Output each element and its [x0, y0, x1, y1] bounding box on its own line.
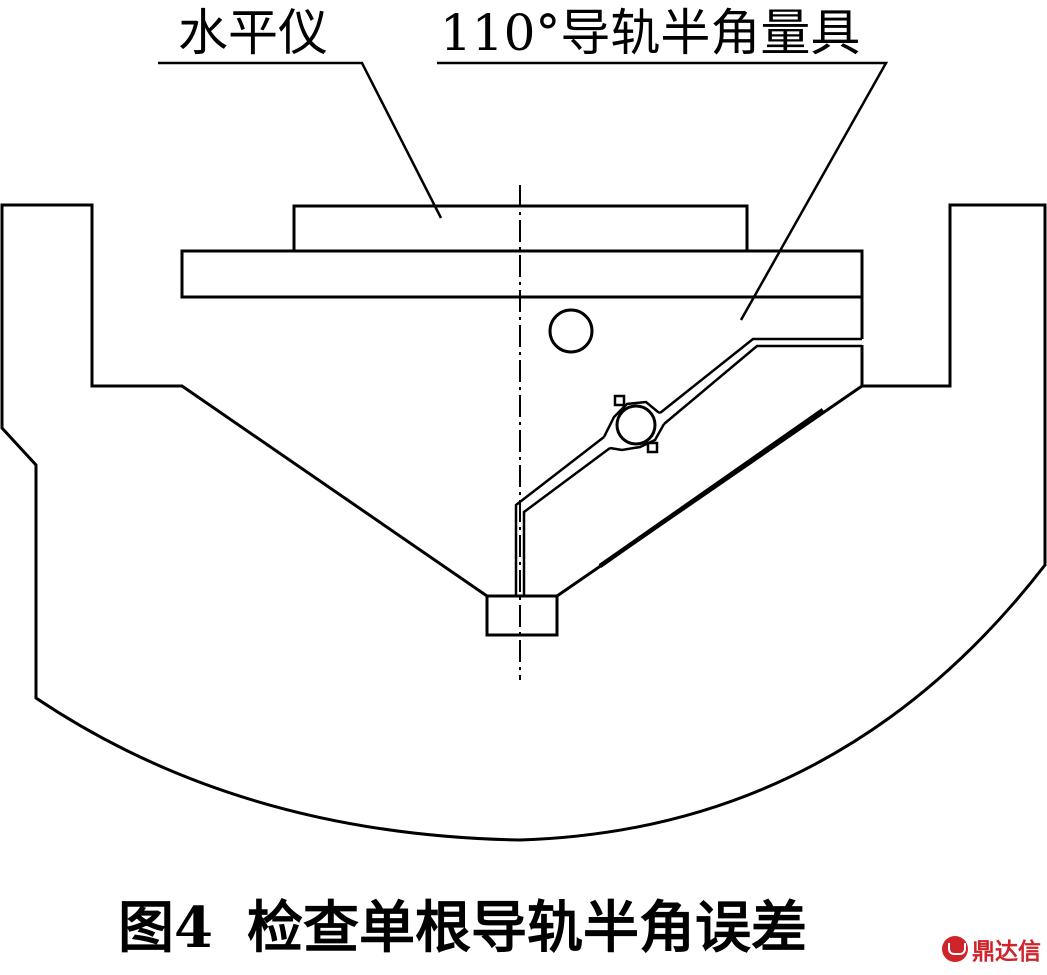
ball-holder — [602, 400, 666, 452]
ball-tab-top — [613, 394, 626, 407]
figure-number: 图4 — [118, 895, 213, 961]
watermark-logo: 鼎达信 — [942, 932, 1041, 966]
label-gauge: 110°导轨半角量具 — [440, 4, 861, 62]
logo-text: 鼎达信 — [972, 939, 1041, 965]
gauge-leader-line — [437, 61, 889, 321]
reference-hole — [548, 308, 594, 354]
measuring-ball — [615, 404, 657, 446]
gauge-top-plate — [180, 249, 864, 299]
ball-tab-bottom — [646, 441, 659, 454]
level-leader-line — [158, 61, 443, 219]
bottom-slot — [485, 594, 559, 637]
machine-bed-outline — [0, 203, 1047, 842]
gauge-arm-inner — [522, 344, 862, 596]
gauge-arm-outer — [514, 337, 862, 596]
figure-title: 检查单根导轨半角误差 — [246, 895, 807, 961]
rail-contact-line — [598, 408, 825, 568]
logo-icon — [942, 936, 968, 962]
label-level: 水平仪 — [178, 4, 328, 62]
